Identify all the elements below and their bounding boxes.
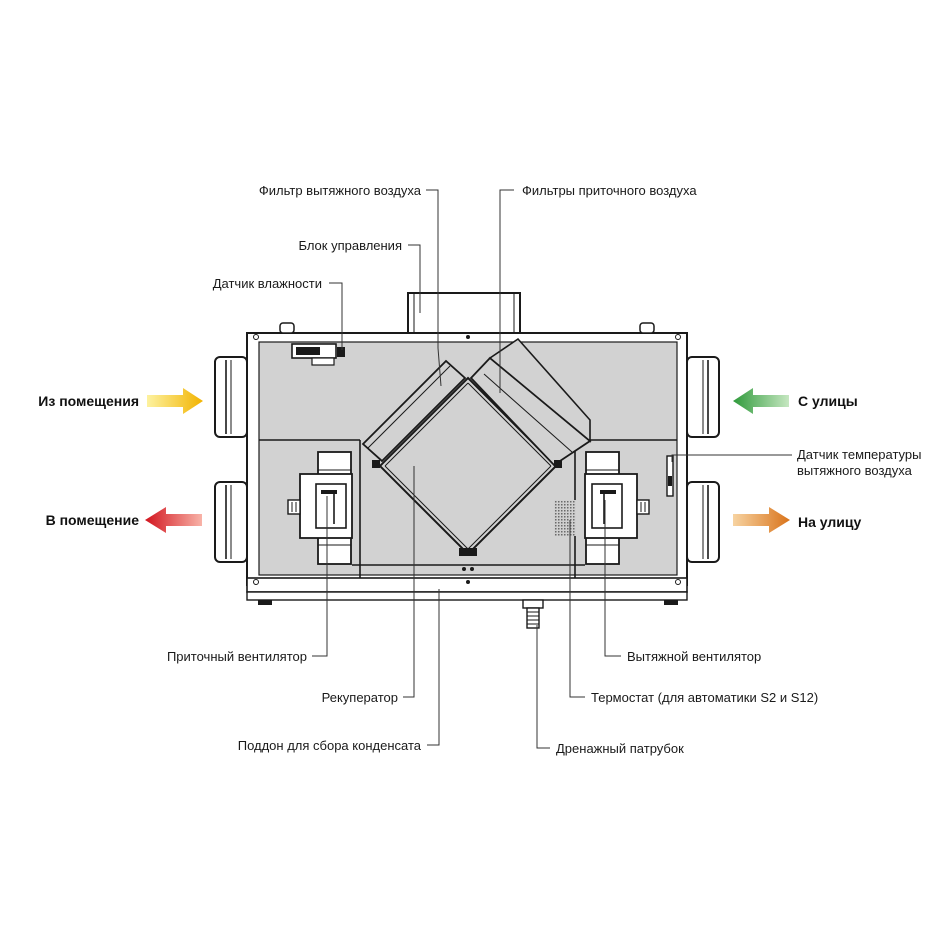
label-thermostat: Термостат (для автоматики S2 и S12) bbox=[591, 690, 818, 705]
duct-spigot-right-bottom bbox=[686, 481, 720, 563]
label-supply-filters: Фильтры приточного воздуха bbox=[522, 183, 697, 198]
exhaust-temp-sensor bbox=[666, 455, 674, 497]
arrow-from-street bbox=[733, 388, 789, 414]
drain-pipe bbox=[522, 599, 544, 629]
arrow-from-room bbox=[147, 388, 203, 414]
exhaust-fan bbox=[584, 451, 650, 565]
label-control-unit: Блок управления bbox=[298, 238, 402, 253]
label-exhaust-filter: Фильтр вытяжного воздуха bbox=[259, 183, 422, 198]
supply-fan bbox=[287, 451, 353, 565]
control-box bbox=[407, 292, 521, 334]
flow-label-from-street: С улицы bbox=[798, 393, 858, 409]
label-exhaust-fan: Вытяжной вентилятор bbox=[627, 649, 761, 664]
label-drain-pipe: Дренажный патрубок bbox=[556, 741, 684, 756]
leader-lines bbox=[312, 189, 792, 749]
duct-spigot-left-bottom bbox=[214, 481, 248, 563]
label-supply-fan: Приточный вентилятор bbox=[167, 649, 307, 664]
duct-spigot-left-top bbox=[214, 356, 248, 438]
flow-label-from-room: Из помещения bbox=[38, 393, 139, 409]
label-exhaust-temp-sensor-2: вытяжного воздуха bbox=[797, 463, 913, 478]
arrow-to-street bbox=[733, 507, 790, 533]
label-recuperator: Рекуператор bbox=[322, 690, 398, 705]
condensate-tray-rail bbox=[246, 577, 688, 593]
label-exhaust-temp-sensor-1: Датчик температуры bbox=[797, 447, 921, 462]
label-condensate-tray: Поддон для сбора конденсата bbox=[238, 738, 422, 753]
exhaust-filter bbox=[361, 359, 467, 463]
supply-filters bbox=[469, 337, 592, 467]
duct-spigot-right-top bbox=[686, 356, 720, 438]
humidity-sensor bbox=[291, 343, 345, 366]
flow-label-to-street: На улицу bbox=[798, 514, 861, 530]
label-humidity-sensor: Датчик влажности bbox=[213, 276, 322, 291]
arrow-to-room bbox=[145, 507, 202, 533]
flow-label-to-room: В помещение bbox=[46, 512, 140, 528]
thermostat bbox=[554, 500, 576, 536]
